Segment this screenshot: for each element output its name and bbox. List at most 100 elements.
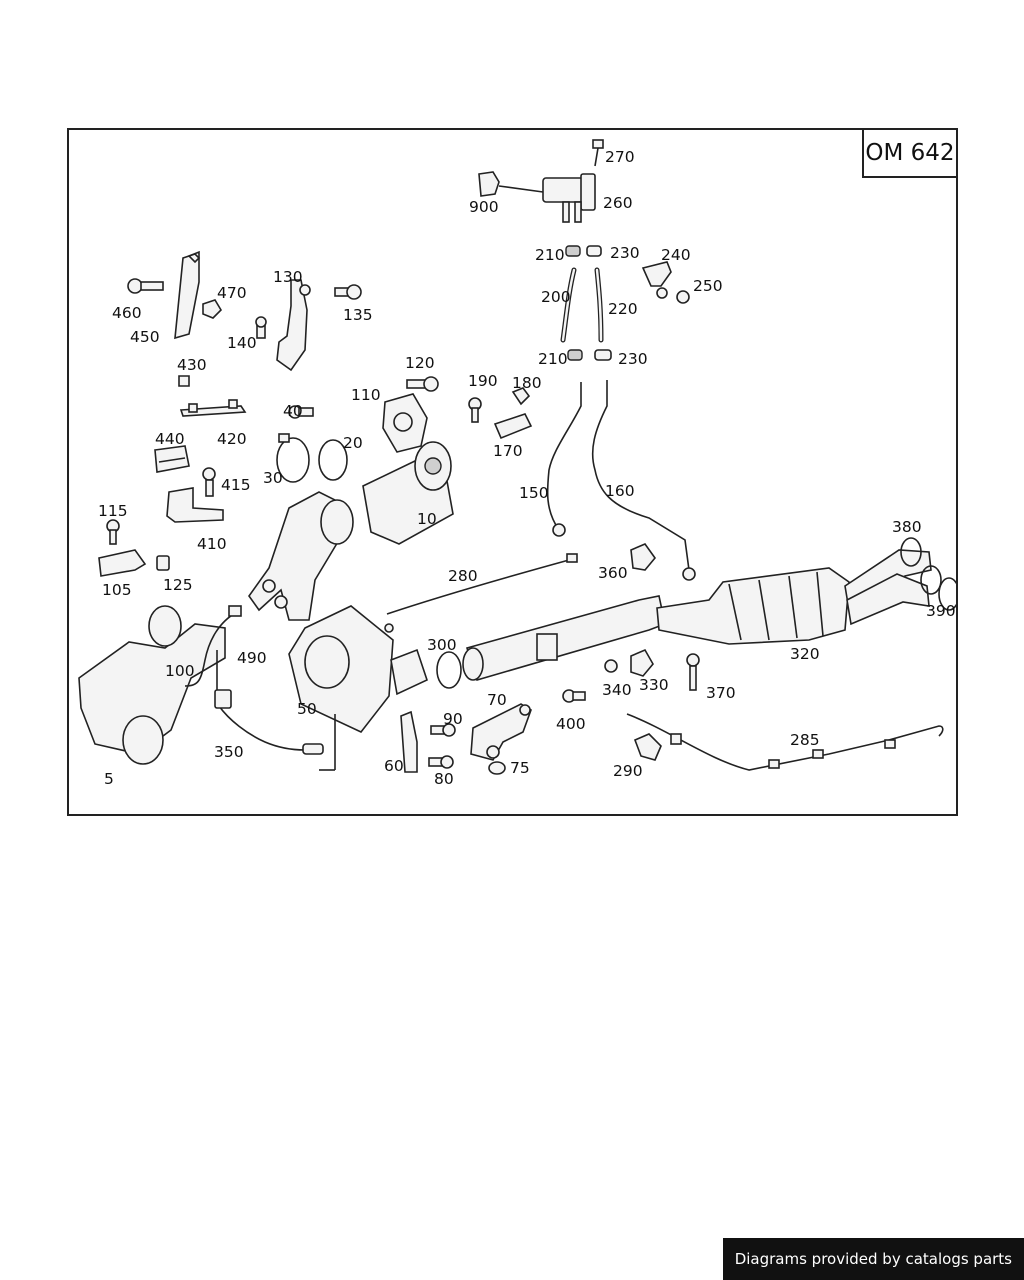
callout-410: 410 bbox=[197, 535, 227, 553]
callout-115: 115 bbox=[98, 502, 128, 520]
callout-10: 10 bbox=[417, 510, 437, 528]
callout-370: 370 bbox=[706, 684, 736, 702]
callout-415: 415 bbox=[221, 476, 251, 494]
callout-285: 285 bbox=[790, 731, 820, 749]
callout-490: 490 bbox=[237, 649, 267, 667]
clamp-300 bbox=[436, 651, 462, 689]
callout-150: 150 bbox=[519, 484, 549, 502]
callout-135: 135 bbox=[343, 306, 373, 324]
dpf-50 bbox=[288, 605, 428, 733]
hose-clamps-top bbox=[565, 245, 602, 257]
callout-420: 420 bbox=[217, 430, 247, 448]
catalytic-converter-10 bbox=[362, 441, 454, 545]
callout-230-bottom: 230 bbox=[618, 350, 648, 368]
sensor-350 bbox=[214, 689, 324, 755]
callout-280: 280 bbox=[448, 567, 478, 585]
callout-320: 320 bbox=[790, 645, 820, 663]
clip-470 bbox=[202, 299, 223, 319]
hoses-200-220 bbox=[560, 267, 604, 343]
clip-360 bbox=[630, 543, 657, 571]
callout-60: 60 bbox=[384, 757, 404, 775]
engine-code-label: OM 642 bbox=[862, 130, 956, 178]
callout-360: 360 bbox=[598, 564, 628, 582]
bolt-270 bbox=[592, 139, 604, 167]
clip-430 bbox=[178, 375, 190, 387]
bracket-130 bbox=[276, 279, 311, 372]
callout-125: 125 bbox=[163, 576, 193, 594]
bolt-400 bbox=[562, 689, 586, 703]
bolts-80-90 bbox=[428, 723, 456, 769]
callout-340: 340 bbox=[602, 681, 632, 699]
bolt-115 bbox=[106, 519, 120, 545]
callout-200: 200 bbox=[541, 288, 571, 306]
pressure-pipes-150-160 bbox=[546, 380, 696, 581]
callout-105: 105 bbox=[102, 581, 132, 599]
bolt-120 bbox=[406, 376, 439, 392]
callout-460: 460 bbox=[112, 304, 142, 322]
callout-180: 180 bbox=[512, 374, 542, 392]
sensor-cable-100 bbox=[184, 605, 242, 687]
callout-230-top: 230 bbox=[610, 244, 640, 262]
callout-75: 75 bbox=[510, 759, 530, 777]
bracket-70 bbox=[470, 703, 532, 761]
callout-20: 20 bbox=[343, 434, 363, 452]
hose-clamps-bottom bbox=[567, 349, 612, 361]
tail-pipes bbox=[844, 549, 932, 626]
bolt-140 bbox=[255, 316, 267, 339]
callout-90: 90 bbox=[443, 710, 463, 728]
callout-400: 400 bbox=[556, 715, 586, 733]
callout-290: 290 bbox=[613, 762, 643, 780]
callout-70: 70 bbox=[487, 691, 507, 709]
callout-160: 160 bbox=[605, 482, 635, 500]
connector-900 bbox=[478, 171, 544, 197]
callout-80: 80 bbox=[434, 770, 454, 788]
front-pipe-assembly bbox=[248, 491, 354, 621]
callout-440: 440 bbox=[155, 430, 185, 448]
callout-40: 40 bbox=[283, 402, 303, 420]
nut-75 bbox=[488, 761, 506, 775]
callout-470: 470 bbox=[217, 284, 247, 302]
cable-285 bbox=[626, 713, 944, 771]
callout-250: 250 bbox=[693, 277, 723, 295]
bracket-450 bbox=[174, 250, 201, 340]
callout-130: 130 bbox=[273, 268, 303, 286]
callout-380: 380 bbox=[892, 518, 922, 536]
clip-125 bbox=[156, 555, 170, 571]
callout-390: 390 bbox=[926, 602, 956, 620]
callout-110: 110 bbox=[351, 386, 381, 404]
callout-30: 30 bbox=[263, 469, 283, 487]
bracket-410 bbox=[166, 487, 224, 523]
bolt-40 bbox=[288, 405, 314, 419]
callout-300: 300 bbox=[427, 636, 457, 654]
bracket-420 bbox=[179, 399, 247, 417]
footer-credit-badge: Diagrams provided by catalogs parts bbox=[722, 1238, 1024, 1280]
callout-210-bottom: 210 bbox=[538, 350, 568, 368]
gasket-110 bbox=[382, 393, 428, 453]
callout-430: 430 bbox=[177, 356, 207, 374]
ring-20 bbox=[318, 439, 348, 481]
hardware-330-340-370 bbox=[604, 648, 700, 691]
callout-100: 100 bbox=[165, 662, 195, 680]
bolt-135 bbox=[334, 284, 362, 300]
callout-210-top: 210 bbox=[535, 246, 565, 264]
callout-270: 270 bbox=[605, 148, 635, 166]
bolt-460 bbox=[127, 278, 164, 294]
clamp-30 bbox=[276, 433, 310, 483]
callout-170: 170 bbox=[493, 442, 523, 460]
clamps-380-390 bbox=[900, 537, 956, 611]
callout-120: 120 bbox=[405, 354, 435, 372]
callout-50: 50 bbox=[297, 700, 317, 718]
clip-180-bracket-170 bbox=[468, 387, 533, 440]
bracket-440 bbox=[154, 445, 190, 473]
bracket-105 bbox=[98, 549, 147, 577]
callout-330: 330 bbox=[639, 676, 669, 694]
silencer-320 bbox=[656, 567, 850, 645]
heat-shield-5 bbox=[78, 605, 226, 765]
bolt-415 bbox=[202, 467, 216, 497]
diagram-frame: 270 260 900 210 230 240 250 200 220 210 … bbox=[67, 128, 958, 816]
callout-220: 220 bbox=[608, 300, 638, 318]
callout-350: 350 bbox=[214, 743, 244, 761]
callout-5: 5 bbox=[104, 770, 114, 788]
bracket-60 bbox=[400, 710, 418, 773]
callout-190: 190 bbox=[468, 372, 498, 390]
